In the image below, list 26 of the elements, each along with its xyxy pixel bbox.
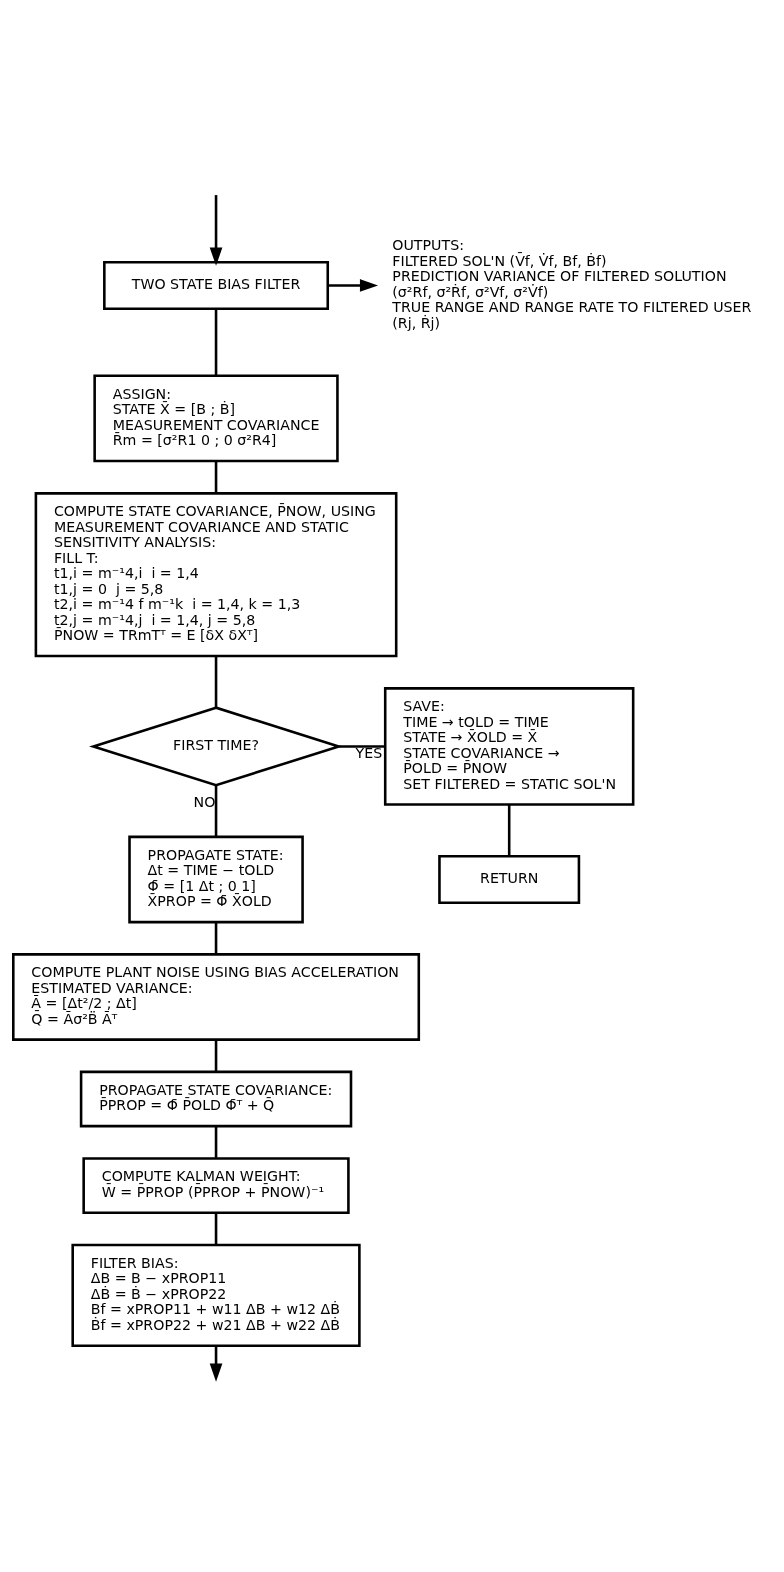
connector: [507, 804, 511, 856]
node-box: FILTER BIAS: ΔB = B − xPROP11 ΔḂ = Ḃ − xPROP22 Bf = xPROP11 + w11 ΔB + w12 ΔḂ Ḃf = xPROP22 + w21 ΔB + w22 ΔḂ: [71, 1243, 361, 1347]
connector: [214, 460, 218, 493]
connector: [214, 655, 218, 707]
node-box: TWO STATE BIAS FILTER: [103, 260, 330, 310]
node-box: PROPAGATE STATE COVARIANCE: P̄PROP = Φ̄ P̄OLD Φ̄ᵀ + Q̄: [79, 1070, 353, 1127]
node-box: COMPUTE STATE COVARIANCE, P̄NOW, USING MEASUREMENT COVARIANCE AND STATIC SENSITIVITY ANALYSIS: FILL T: t1,i = m⁻¹4,i i = 1,4 t1,j = 0 j = 5,8 t2,i = m⁻¹4 f m⁻¹k i = 1,4, k = 1,3 t2,j = m⁻¹4,j i = 1,4, j = 5,8 P̄NOW = TRmTᵀ = E [δX δXᵀ]: [34, 491, 398, 657]
connector: [339, 744, 385, 748]
connector: [214, 1125, 218, 1158]
edge-label: YES: [355, 744, 383, 761]
arrow: [209, 1345, 223, 1382]
connector: [214, 1212, 218, 1245]
node-box: COMPUTE PLANT NOISE USING BIAS ACCELERATION ESTIMATED VARIANCE: Ā = [Δt²/2 ; Δt] Q̄ = Āσ²B̈ Āᵀ: [12, 952, 421, 1041]
arrow: [209, 194, 223, 266]
connector: [214, 921, 218, 954]
node-box: SAVE: TIME → tOLD = TIME STATE → X̄OLD = X̄ STATE COVARIANCE → P̄OLD = P̄NOW SET FILTERED = STATIC SOL'N: [383, 686, 635, 806]
arrow: [327, 278, 379, 292]
connector: [214, 785, 218, 836]
node-text: OUTPUTS: FILTERED SOL'N (V̄f, V̇f, Bf, Ḃf) PREDICTION VARIANCE OF FILTERED SOLUTION (σ²Rf, σ²Ṙf, σ²Vf, σ²V̇f) TRUE RANGE AND RANGE RATE TO FILTERED USER (Rj, Ṙj): [392, 236, 752, 331]
connector: [214, 308, 218, 375]
node-box: RETURN: [438, 854, 581, 904]
connector: [214, 1039, 218, 1071]
node-box: COMPUTE KALMAN WEIGHT: W̄ = P̄PROP (P̄PROP + P̄NOW)⁻¹: [82, 1156, 350, 1214]
edge-label: NO: [193, 793, 216, 810]
node-box: ASSIGN: STATE X̄ = [B ; Ḃ] MEASUREMENT COVARIANCE R̄m = [σ²R1 0 ; 0 σ²R4]: [93, 374, 339, 462]
node-box: PROPAGATE STATE: Δt = TIME − tOLD Φ̄ = [1 Δt ; 0 1] X̄PROP = Φ̄ X̄OLD: [128, 835, 304, 923]
